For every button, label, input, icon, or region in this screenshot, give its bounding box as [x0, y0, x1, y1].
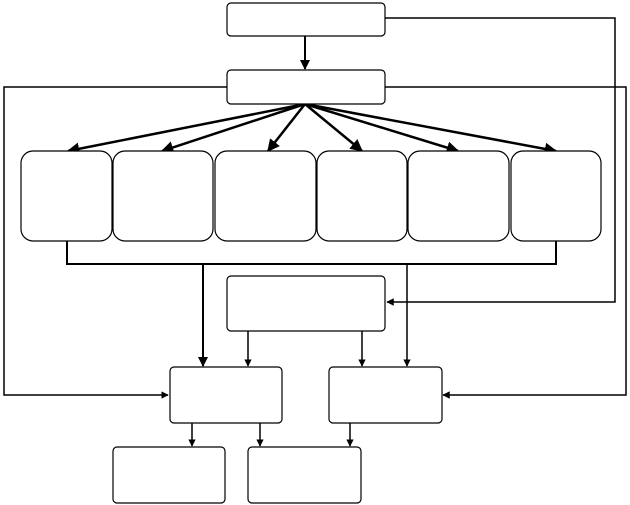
- node-stage-1: [20, 150, 113, 242]
- node-stage-4: [316, 150, 408, 242]
- edge-hub-to-merge-right-loop: [385, 86, 627, 399]
- edge-hub-to-stage-2: [160, 102, 306, 154]
- edge-hub-to-stage-4: [304, 103, 363, 152]
- node-output-left: [112, 446, 226, 504]
- node-hub: [226, 69, 386, 105]
- node-stage-3: [214, 150, 317, 242]
- node-merge-left: [169, 366, 283, 424]
- edge-hub-to-stage-5: [304, 102, 460, 154]
- node-stage-5: [407, 150, 510, 242]
- edge-hub-to-stage-1: [66, 102, 306, 155]
- node-output-right: [247, 446, 362, 504]
- node-stage-6: [510, 150, 602, 242]
- edge-top-to-middle-loop: [385, 17, 616, 306]
- node-stage-2: [112, 150, 214, 242]
- edge-hub-to-merge-left-loop: [3, 86, 228, 399]
- node-merge-right: [328, 366, 443, 424]
- node-middle: [226, 275, 386, 332]
- node-top: [226, 2, 386, 37]
- collector-bus: [66, 241, 557, 265]
- edge-hub-to-stage-3: [267, 103, 306, 152]
- edge-hub-to-stage-6: [304, 102, 558, 156]
